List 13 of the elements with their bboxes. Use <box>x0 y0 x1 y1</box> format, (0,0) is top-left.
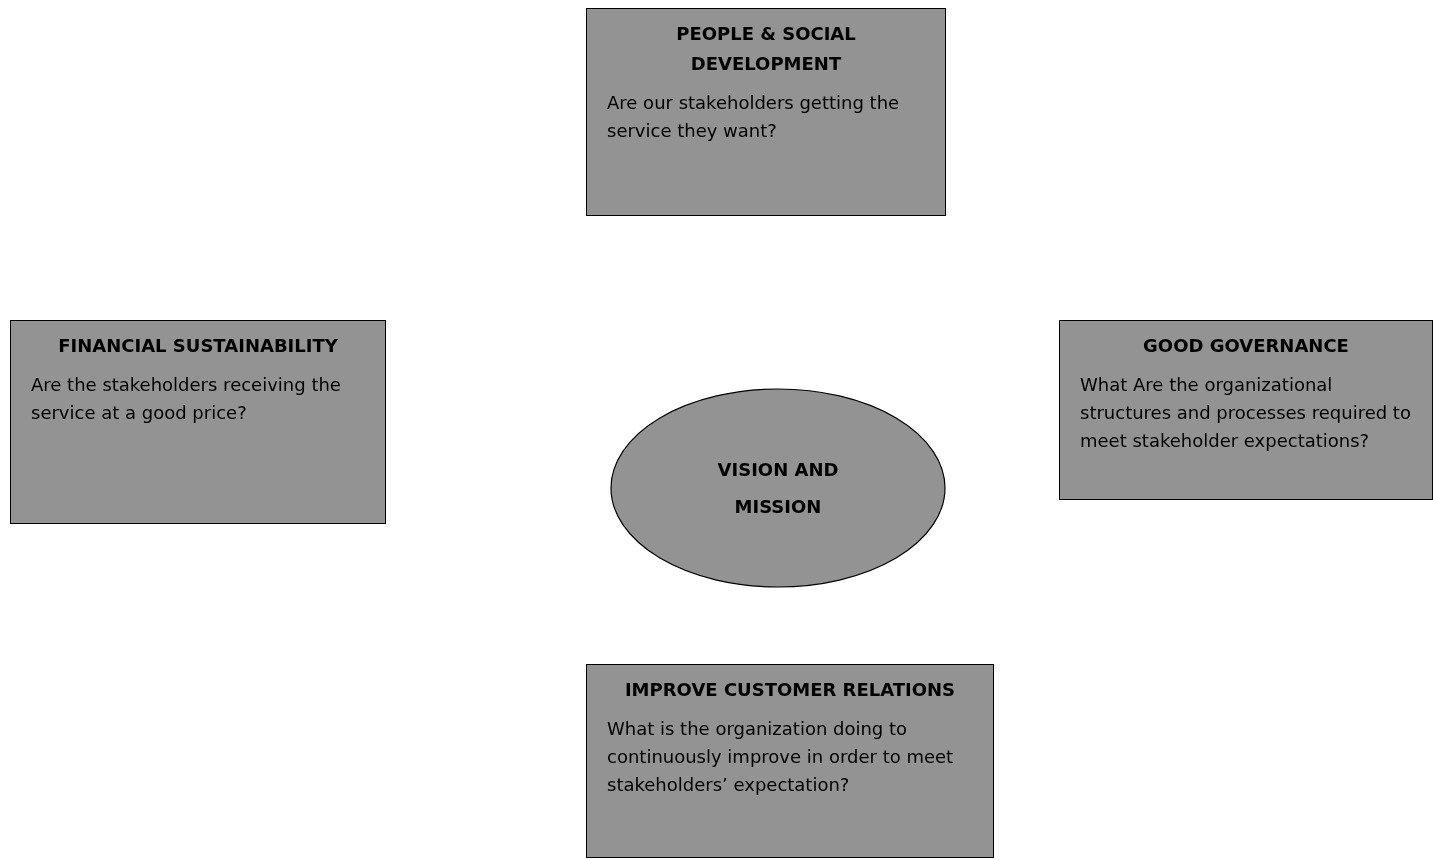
question-text: Are our stakeholders getting the service they want? <box>607 91 901 143</box>
heading: GOOD GOVERNANCE <box>1142 334 1350 358</box>
heading: IMPROVE CUSTOMER RELATIONS <box>623 678 957 702</box>
process-box <box>586 8 946 216</box>
question-text: What Are the organizational structures and processes required to meet stakeholder expectations? <box>1080 373 1412 453</box>
question-text: Are the stakeholders receiving the service at a good price? <box>31 373 342 425</box>
process-box <box>10 320 386 524</box>
question-text: What is the organization doing to continuously improve in order to meet stakeholders’ expectation? <box>607 717 955 797</box>
heading: VISION AND MISSION <box>716 458 840 519</box>
heading: FINANCIAL SUSTAINABILITY <box>57 334 339 358</box>
heading: PEOPLE & SOCIAL DEVELOPMENT <box>675 22 857 76</box>
process-box <box>1059 320 1433 500</box>
process-box <box>586 664 994 858</box>
